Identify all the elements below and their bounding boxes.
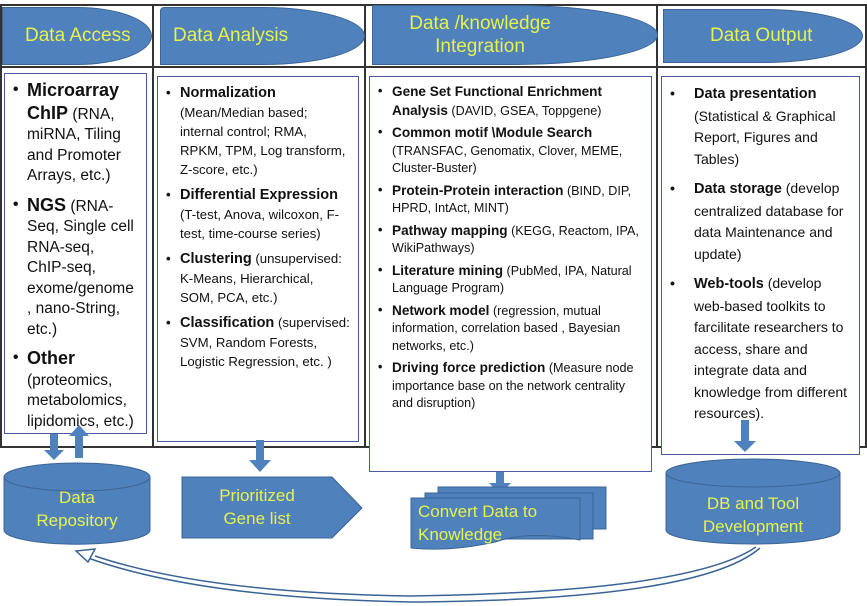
item-title: Classification [180,315,275,331]
list-item: Common motif \Module Search (TRANSFAC, G… [378,124,643,178]
db-tool-development-label: DB and Tool Development [666,492,840,538]
data-repository-cylinder [3,462,151,545]
item-title: Other [27,348,76,368]
list-item: Classification (supervised: SVM, Random … [166,313,350,371]
list-item: Clustering (unsupervised: K-Means, Hiera… [166,249,350,307]
column-divider [0,4,2,448]
item-title: Web-tools [694,276,764,292]
item-title: Microarray ChIP [27,80,120,123]
list-item: Gene Set Functional Enrichment Analysis … [378,83,643,120]
column-divider [152,4,154,448]
list-item: Differential Expression (T-test, Anova, … [166,185,350,243]
list-item: Network model (regression, mutual inform… [378,302,643,356]
data-analysis-box: Normalization (Mean/Median based; intern… [157,76,359,442]
header-label-line1: Data /knowledge [409,13,551,34]
header-data-access: Data Access [2,7,152,65]
convert-data-to-knowledge-shape [410,486,607,550]
prioritized-gene-list-shape [181,476,363,539]
column-divider [656,4,658,448]
list-item: NGS (RNA-Seq, Single cell RNA-seq, ChIP-… [13,195,138,341]
arrow-down-icon [734,420,756,452]
label-line: Repository [36,511,118,530]
item-title: Clustering [180,251,252,267]
item-detail: (supervised: SVM, Random Forests, Logist… [180,315,350,369]
label-line: Knowledge [418,525,503,544]
item-detail: (TRANSFAC, Genomatix, Clover, MEME, Clus… [392,143,623,176]
item-title: Normalization [180,85,276,101]
arrow-down-icon [44,434,64,460]
item-detail: (DAVID, GSEA, Toppgene) [447,103,602,118]
column-divider [865,4,867,448]
convert-data-to-knowledge-label: Convert Data to Knowledge [418,500,588,546]
label-line: DB and Tool [706,494,800,513]
list-item: Other (proteomics, metabolomics, lipidom… [13,348,138,432]
item-detail: (KEGG, Reactom, IPA, WikiPathways) [392,223,639,256]
header-label-line2: Integration [435,36,525,57]
data-output-box: Data presentation (Statistical & Graphic… [661,76,860,455]
header-divider [0,66,867,68]
list-item: Pathway mapping (KEGG, Reactom, IPA, Wik… [378,222,643,258]
item-title: Driving force prediction [392,360,546,375]
prioritized-gene-list-label: Prioritized Gene list [182,484,332,530]
item-title: Literature mining [392,262,504,278]
item-detail: (RNA-Seq, Single cell RNA-seq, ChIP-seq,… [27,197,134,338]
item-detail: (BIND, DIP, HPRD, IntAct, MINT) [392,183,632,216]
list-item: Data storage (develop centralized databa… [670,178,851,265]
item-title: Protein-Protein interaction [392,182,564,198]
item-title: Pathway mapping [392,222,508,238]
db-tool-development-cylinder [665,458,841,545]
item-detail: (develop centralized database for data M… [694,180,844,262]
item-title: Common motif \Module Search [392,125,593,140]
item-detail: (Measure node importance base on the net… [392,361,634,410]
header-label: Data Output [710,25,813,46]
item-detail: (Mean/Median based; internal control; RM… [180,105,346,177]
column-divider [364,4,366,448]
arrow-down-icon [249,440,271,472]
header-data-knowledge-integration: Data /knowledge Integration [372,5,658,65]
list-item: Literature mining (PubMed, IPA, Natural … [378,262,643,298]
label-line: Data [59,488,95,507]
item-detail: (Statistical & Graphical Report, Figures… [694,107,836,167]
item-detail: (develop web-based toolkits to farcilita… [694,275,848,421]
label-line: Prioritized [219,486,295,505]
label-line: Development [702,517,804,536]
item-detail: (unsupervised: K-Means, Hierarchical, SO… [180,251,342,305]
item-title: Network model [392,302,490,318]
list-item: Data presentation (Statistical & Graphic… [670,83,851,170]
label-line: Convert Data to [418,502,538,521]
arrow-up-icon [69,425,89,458]
item-detail: (regression, mutual information, correla… [392,303,621,353]
item-detail: (proteomics, metabolomics, lipidomics, e… [27,371,134,430]
data-repository-label: Data Repository [4,486,150,532]
item-detail: (PubMed, IPA, Natural Language Program) [392,263,632,296]
item-detail: (RNA, miRNA, Tiling and Promoter Arrays,… [27,105,121,185]
label-line: Gene list [223,509,291,528]
item-title: NGS [27,194,67,215]
item-title: Differential Expression [180,187,338,203]
feedback-curved-arrow-icon [74,546,761,603]
list-item: Microarray ChIP (RNA, miRNA, Tiling and … [13,80,138,187]
header-label: Data Analysis [173,25,289,46]
list-item: Web-tools (develop web-based toolkits to… [670,273,851,425]
header-label: Data Access [25,25,131,46]
item-title: Gene Set Functional Enrichment Analysis [392,84,602,118]
data-integration-box: Gene Set Functional Enrichment Analysis … [369,76,652,472]
header-data-output: Data Output [663,9,863,63]
item-detail: (T-test, Anova, wilcoxon, F-test, time-c… [180,207,340,241]
header-data-analysis: Data Analysis [160,7,365,65]
list-item: Protein-Protein interaction (BIND, DIP, … [378,182,643,218]
list-item: Normalization (Mean/Median based; intern… [166,83,350,179]
data-access-box: Microarray ChIP (RNA, miRNA, Tiling and … [4,73,147,434]
item-title: Data storage [694,181,782,197]
list-item: Driving force prediction (Measure node i… [378,359,643,413]
item-title: Data presentation [694,86,817,102]
